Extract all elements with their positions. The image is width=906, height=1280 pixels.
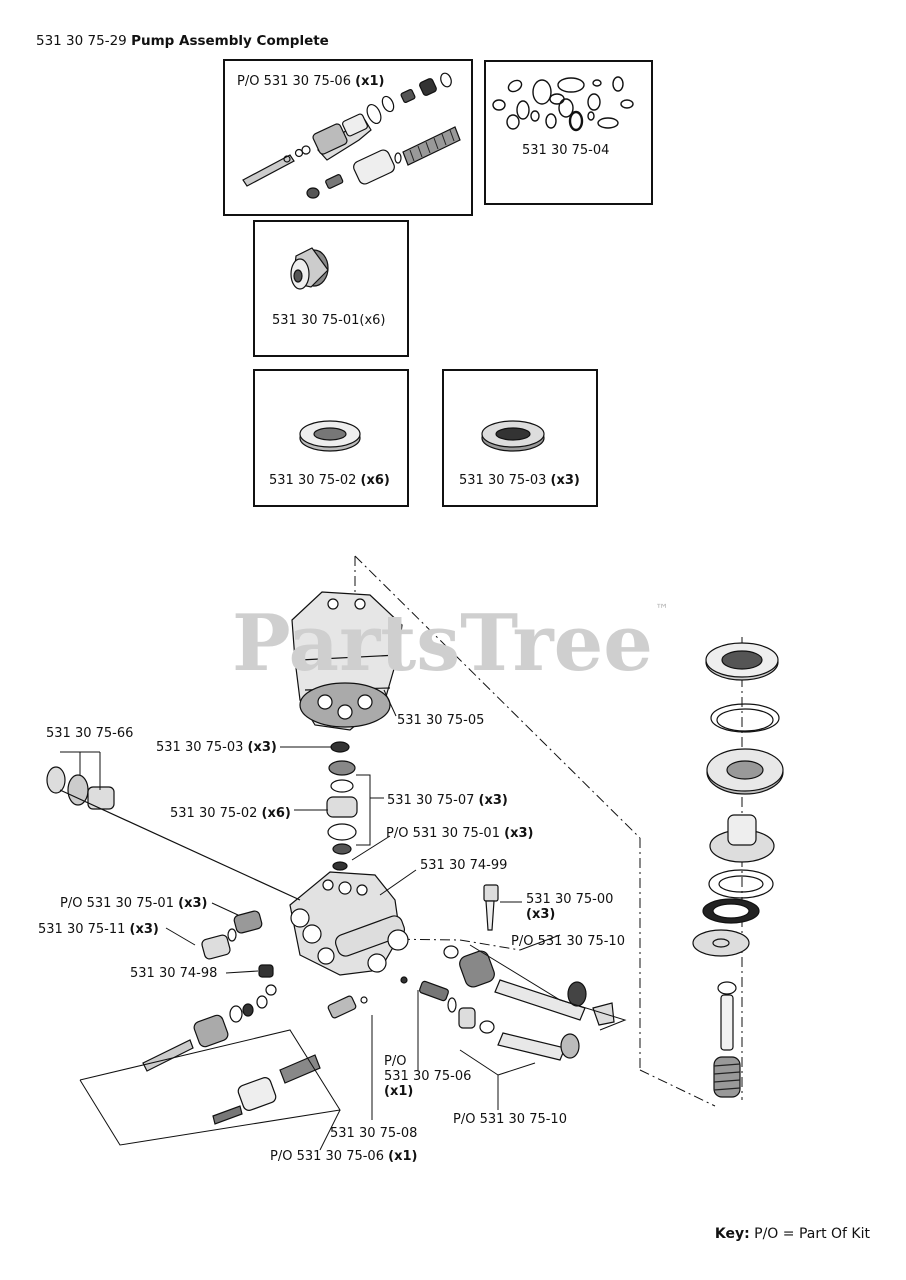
callout-seal-03[interactable]: 531 30 75-03 (x3) [156, 740, 277, 755]
hose-fitting-66 [46, 766, 301, 901]
key-text: P/O = Part Of Kit [754, 1226, 870, 1242]
valve-kit-parts [242, 72, 461, 199]
callout-bolt-00[interactable]: 531 30 75-00 (x3) [526, 892, 614, 922]
seal-02-part [299, 420, 361, 452]
callout-pn-08[interactable]: 531 30 75-08 [330, 1126, 418, 1141]
callout-plug-11[interactable]: 531 30 75-11 (x3) [38, 922, 159, 937]
check-valve-box[interactable] [253, 220, 409, 357]
key-label: Key: [714, 1226, 750, 1242]
oring-kit-box[interactable] [484, 60, 653, 205]
assembly-title: Pump Assembly Complete [131, 33, 329, 49]
callout-pn-98[interactable]: 531 30 74-98 [130, 966, 218, 981]
valve-kit-label: P/O 531 30 75-06 (x1) [237, 74, 385, 89]
watermark-tm: ™ [655, 602, 669, 618]
inlet-pipe-bottom [479, 1020, 580, 1061]
callout-po-06-mid[interactable]: P/O 531 30 75-06 (x1) [384, 1054, 472, 1099]
center-seal-stack [326, 741, 358, 871]
seal-kit-03-box[interactable] [442, 369, 598, 507]
bolt-part [483, 884, 499, 931]
oring-kit-parts [492, 76, 634, 132]
seal-03-label: 531 30 75-03 (x3) [459, 473, 580, 488]
valve-parts-lower-left [142, 984, 321, 1125]
inlet-pipe-top [443, 945, 615, 1026]
callout-po-10-bottom[interactable]: P/O 531 30 75-10 [453, 1112, 567, 1127]
callout-manifold[interactable]: 531 30 74-99 [420, 858, 508, 873]
watermark-text: PartsTree [232, 598, 653, 689]
callout-po-01-left[interactable]: P/O 531 30 75-01 (x3) [60, 896, 208, 911]
valve-parts-middle [327, 976, 476, 1029]
callout-seal-07[interactable]: 531 30 75-07 (x3) [387, 793, 508, 808]
manifold-part [289, 871, 409, 976]
callout-seal-02[interactable]: 531 30 75-02 (x6) [170, 806, 291, 821]
callout-po-06-bottom[interactable]: P/O 531 30 75-06 (x1) [270, 1149, 418, 1164]
plug-parts [201, 910, 274, 978]
assembly-part-number: 531 30 75-29 [36, 33, 127, 49]
check-valve-label: 531 30 75-01(x6) [272, 313, 386, 328]
check-valve-part [290, 247, 329, 290]
crankcase-part [291, 591, 403, 731]
callout-po-10-top[interactable]: P/O 531 30 75-10 [511, 934, 625, 949]
seal-02-label: 531 30 75-02 (x6) [269, 473, 390, 488]
callout-fitting-66[interactable]: 531 30 75-66 [46, 726, 134, 741]
seal-03-part [481, 420, 545, 452]
callout-po-01-right[interactable]: P/O 531 30 75-01 (x3) [386, 826, 534, 841]
oring-kit-label: 531 30 75-04 [522, 143, 610, 158]
legend-key: Key: P/O = Part Of Kit [715, 1226, 870, 1242]
callout-crankcase[interactable]: 531 30 75-05 [397, 713, 485, 728]
piston-assembly-right [692, 642, 784, 1098]
diagram-title: 531 30 75-29 Pump Assembly Complete [36, 33, 329, 49]
